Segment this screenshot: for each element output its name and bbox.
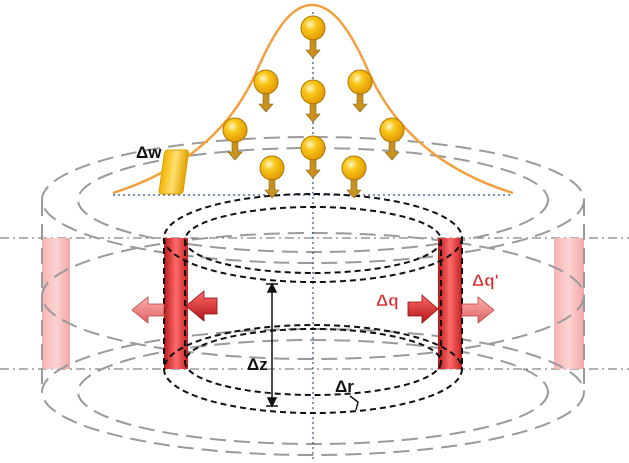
inner-right-flux-arrow-icon <box>407 294 439 324</box>
flux-arrows <box>131 290 495 324</box>
delta-w-bar <box>158 149 190 195</box>
ball-with-down-arrow-icon <box>341 155 367 199</box>
reference-lines <box>0 237 629 370</box>
delta-r-leader <box>349 395 359 411</box>
delta-z-label: Δz <box>247 355 268 374</box>
delta-q-label: Δq <box>376 291 399 310</box>
particles <box>222 15 405 199</box>
ball-with-down-arrow-icon <box>347 69 373 113</box>
ball-with-down-arrow-icon <box>300 79 326 123</box>
delta-q-prime-label: Δq' <box>472 271 499 290</box>
ball-with-down-arrow-icon <box>222 117 248 161</box>
delta-r-label: Δr <box>335 377 354 396</box>
gaussian-curve <box>112 3 514 195</box>
ball-with-down-arrow-icon <box>259 155 285 199</box>
ball-with-down-arrow-icon <box>253 69 279 113</box>
delta-z-dimension <box>266 282 278 408</box>
outer-wall-right <box>554 238 584 369</box>
outer-left-flux-arrow-icon <box>131 296 165 324</box>
outer-right-flux-arrow-icon <box>461 296 495 324</box>
ball-with-down-arrow-icon <box>300 15 326 59</box>
outer-wall-left <box>42 238 70 369</box>
inner-cylinders <box>163 193 463 414</box>
ball-with-down-arrow-icon <box>300 135 326 179</box>
delta-w-label: Δw <box>136 143 162 162</box>
ball-with-down-arrow-icon <box>379 117 405 161</box>
inner-left-flux-arrow-icon <box>185 290 218 322</box>
